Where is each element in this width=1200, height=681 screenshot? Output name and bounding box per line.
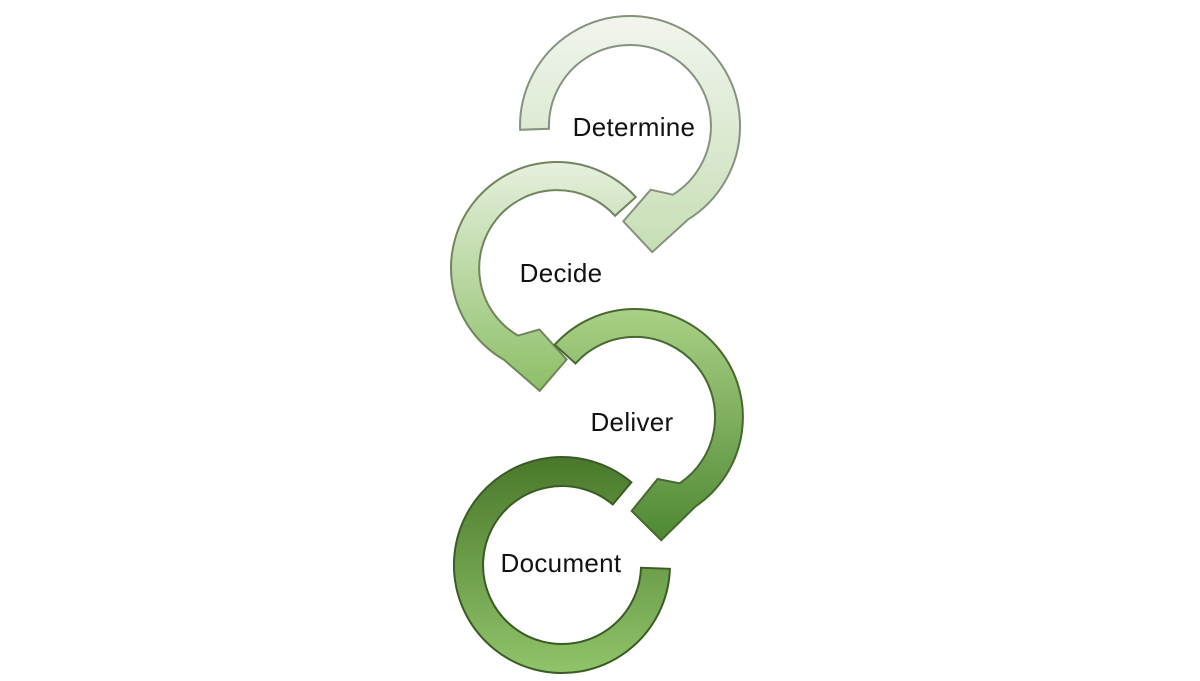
step-label-document: Document — [501, 548, 622, 578]
circular-ring-document-icon — [452, 456, 671, 674]
circular-arrow-decide-icon — [450, 161, 638, 393]
circular-arrow-determine-icon — [519, 15, 742, 254]
step-label-determine: Determine — [573, 112, 696, 142]
step-label-deliver: Deliver — [590, 407, 673, 437]
step-decide: Decide — [450, 161, 638, 393]
step-label-decide: Decide — [520, 258, 603, 288]
circular-arrow-deliver-icon — [553, 308, 744, 542]
step-deliver: Deliver — [553, 308, 744, 542]
step-document: Document — [452, 456, 671, 674]
step-determine: Determine — [519, 15, 742, 254]
